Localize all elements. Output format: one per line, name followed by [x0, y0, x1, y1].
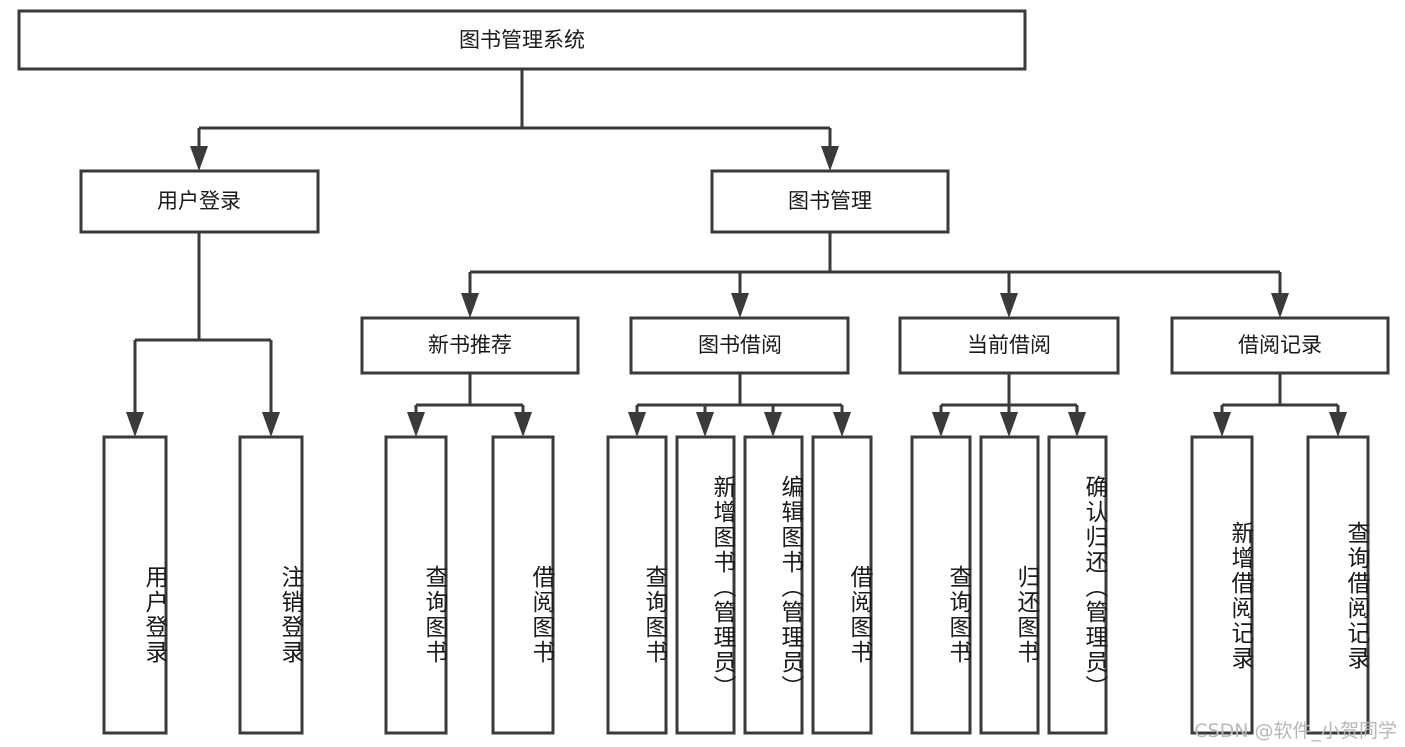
node-leaf-edit-book-box[interactable]: [743, 435, 804, 735]
arrow-head-leaf-confirm-return: [1068, 412, 1086, 437]
arrow-head-leaf-logout-login: [262, 412, 280, 437]
connector-group-current-borrow: [932, 373, 1086, 437]
node-leaf-confirm-return-box[interactable]: [1047, 435, 1108, 735]
arrow-head-current-borrow: [1000, 293, 1018, 318]
arrow-head-new-book-recommend: [461, 293, 479, 318]
node-root-label: 图书管理系统: [459, 28, 585, 52]
connector-group-root: [190, 69, 839, 171]
node-book-borrow[interactable]: 图书借阅: [629, 316, 850, 375]
node-leaf-query-book-1-box[interactable]: [384, 435, 448, 735]
node-book-borrow-label: 图书借阅: [698, 333, 782, 357]
connector-group-book-management: [461, 232, 1289, 318]
node-root-box[interactable]: [17, 9, 1027, 71]
node-leaf-add-book-box[interactable]: [675, 435, 736, 735]
node-leaf-query-book-2-box[interactable]: [606, 435, 668, 735]
arrow-head-borrow-record: [1271, 293, 1289, 318]
arrow-head-leaf-add-book: [696, 412, 714, 437]
node-current-borrow-box[interactable]: [898, 316, 1120, 375]
node-borrow-record-label: 借阅记录: [1238, 333, 1322, 357]
node-new-book-recommend-box[interactable]: [360, 316, 580, 375]
node-book-management[interactable]: 图书管理: [710, 169, 950, 234]
node-leaf-query-record-box[interactable]: [1306, 435, 1370, 735]
connector-group-borrow-record: [1213, 373, 1347, 437]
node-new-book-recommend[interactable]: 新书推荐: [360, 316, 580, 375]
arrow-head-user-login: [190, 146, 208, 171]
node-root[interactable]: 图书管理系统: [17, 9, 1027, 71]
connector-group-book-borrow: [628, 373, 851, 437]
node-leaf-add-record-box[interactable]: [1190, 435, 1254, 735]
node-user-login[interactable]: 用户登录: [79, 169, 320, 234]
arrow-head-leaf-user-login: [126, 412, 144, 437]
node-borrow-record-box[interactable]: [1170, 316, 1390, 375]
node-user-login-label: 用户登录: [157, 189, 241, 213]
node-book-borrow-box[interactable]: [629, 316, 850, 375]
node-new-book-recommend-label: 新书推荐: [428, 333, 512, 357]
arrow-head-leaf-add-record: [1213, 412, 1231, 437]
csdn-watermark: CSDN @软件_小贺同学: [1194, 720, 1397, 742]
node-book-management-label: 图书管理: [788, 189, 872, 213]
node-leaf-user-login-box[interactable]: [102, 435, 168, 735]
connector-group-new-book-recommend: [407, 373, 532, 437]
arrow-head-leaf-query-record: [1329, 412, 1347, 437]
node-current-borrow[interactable]: 当前借阅: [898, 316, 1120, 375]
connector-group-user-login: [126, 232, 280, 437]
node-leaf-logout-login-box[interactable]: [238, 435, 304, 735]
arrow-head-leaf-edit-book: [764, 412, 782, 437]
arrow-head-leaf-borrow-book-1: [514, 412, 532, 437]
arrow-head-leaf-borrow-book-2: [833, 412, 851, 437]
arrow-head-book-borrow: [731, 293, 749, 318]
node-user-login-box[interactable]: [79, 169, 320, 234]
node-leaf-return-book-box[interactable]: [979, 435, 1040, 735]
node-leaf-query-book-3-box[interactable]: [910, 435, 972, 735]
arrow-head-leaf-query-book-2: [628, 412, 646, 437]
node-borrow-record[interactable]: 借阅记录: [1170, 316, 1390, 375]
arrow-head-leaf-query-book-3: [932, 412, 950, 437]
node-leaf-borrow-book-2-box[interactable]: [811, 435, 873, 735]
arrow-head-book-management: [821, 146, 839, 171]
arrow-head-leaf-return-book: [1000, 412, 1018, 437]
node-leaf-borrow-book-1-box[interactable]: [491, 435, 555, 735]
node-current-borrow-label: 当前借阅: [967, 333, 1051, 357]
arrow-head-leaf-query-book-1: [407, 412, 425, 437]
node-book-management-box[interactable]: [710, 169, 950, 234]
